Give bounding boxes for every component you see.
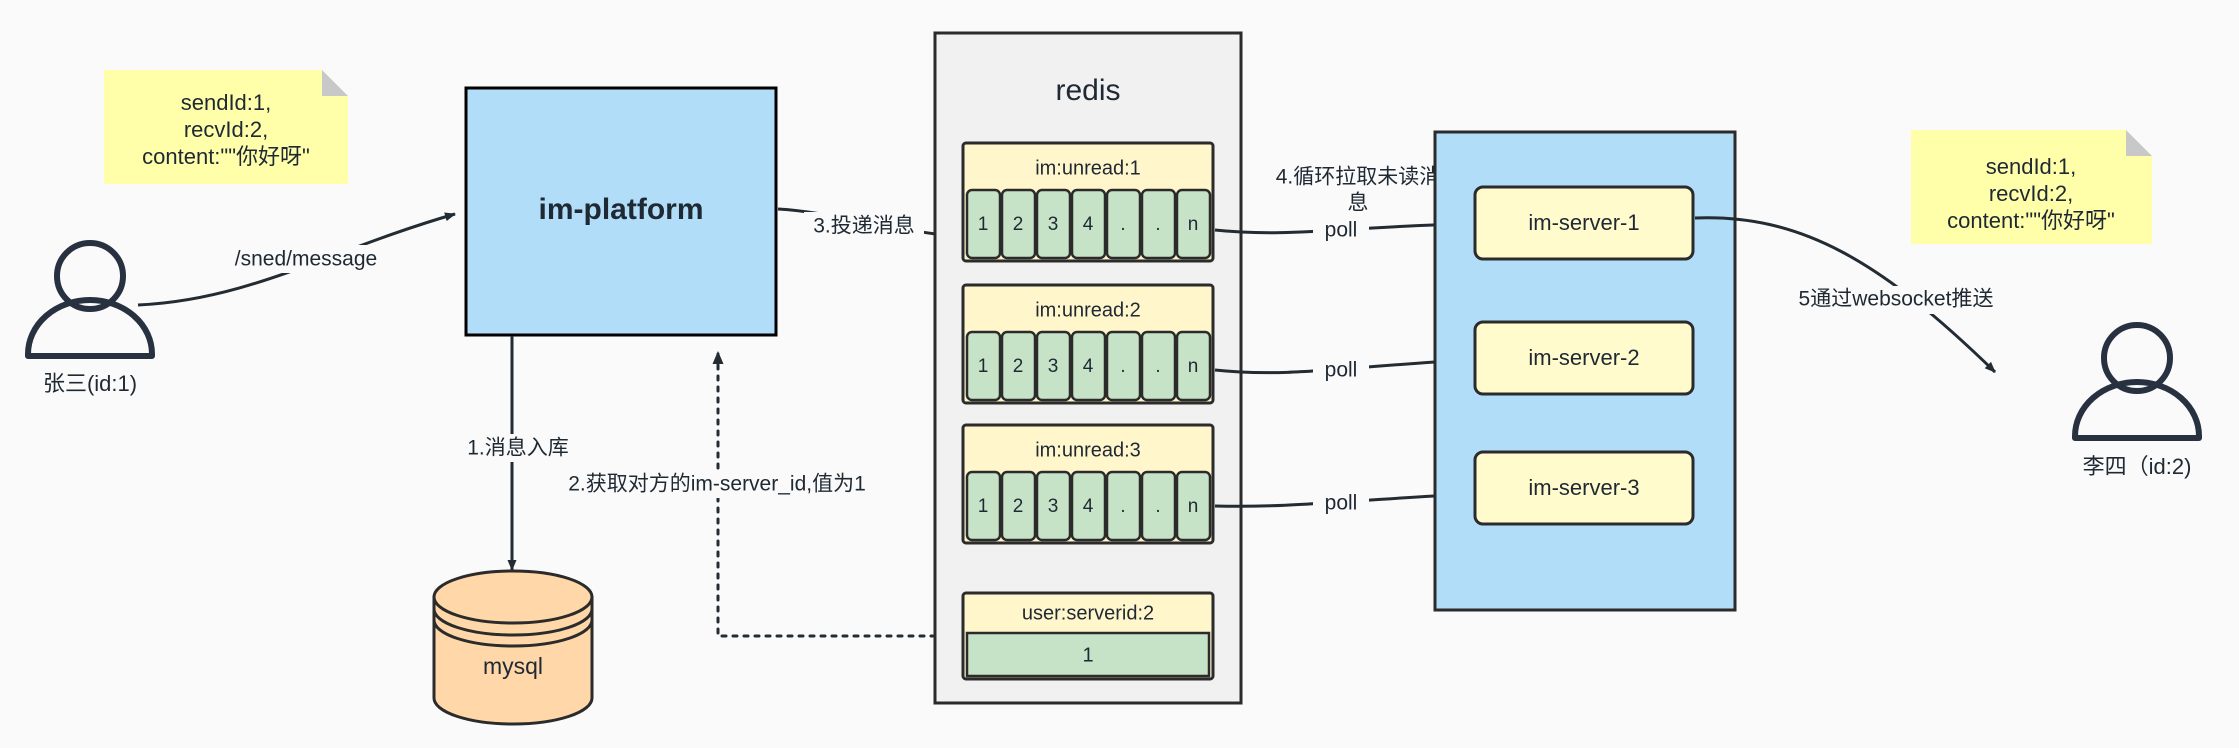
edge-label-step4-line1: 4.循环拉取未读消 xyxy=(1276,166,1441,189)
actor-left: 张三(id:1) xyxy=(25,240,155,396)
edge-step5-websocket-push: 5通过websocket推送 xyxy=(1694,216,2019,374)
note-left-line-1: sendId:1, xyxy=(181,90,272,115)
note-left: sendId:1, recvId:2, content:""你好呀" xyxy=(104,70,348,184)
redis-queue-im-unread-2[interactable]: im:unread:2 1 2 3 4 . . n xyxy=(961,283,1215,405)
redis-label: redis xyxy=(1055,74,1120,107)
edge-label-bg xyxy=(1313,491,1369,517)
redis-queue-1-cell-2: 3 xyxy=(1048,214,1059,235)
redis-queue-3-cell-4: . xyxy=(1120,496,1125,517)
edge-poll-2: poll xyxy=(1214,356,1471,384)
redis-queue-2-cell-4: . xyxy=(1120,356,1125,377)
redis-queue-2-cell-1: 2 xyxy=(1013,356,1024,377)
im-server-1-label: im-server-1 xyxy=(1528,210,1639,235)
edge-label-send-message: /sned/message xyxy=(235,248,377,271)
redis-queue-im-unread-3[interactable]: im:unread:3 1 2 3 4 . . n xyxy=(961,423,1215,545)
edge-label-bg xyxy=(1313,358,1369,384)
note-fold-icon xyxy=(2126,130,2152,156)
im-platform-label: im-platform xyxy=(539,193,704,226)
node-im-server-3[interactable]: im-server-3 xyxy=(1473,450,1695,526)
edge-label-bg xyxy=(1313,217,1369,243)
edge-label-bg xyxy=(804,212,924,240)
redis-queue-1-cells: 1 2 3 4 . . n xyxy=(965,188,1212,260)
actor-right: 李四（id:2) xyxy=(2072,322,2202,479)
edge-label-bg xyxy=(1776,286,2019,314)
edge-label-bg xyxy=(564,470,870,498)
redis-queue-1-cell-6: n xyxy=(1188,214,1199,235)
edge-label-step4-line2: 息 xyxy=(1348,192,1369,215)
note-right: sendId:1, recvId:2, content:""你好呀" xyxy=(1911,130,2152,244)
redis-queue-1-cell-4: . xyxy=(1120,214,1125,235)
redis-queue-1-cell-5: . xyxy=(1155,214,1160,235)
edge-label-bg xyxy=(452,434,584,462)
edge-label-bg xyxy=(226,245,386,273)
redis-queue-2-cell-2: 3 xyxy=(1048,356,1059,377)
edge-label-step5: 5通过websocket推送 xyxy=(1799,288,1994,311)
redis-queue-3-cell-1: 2 xyxy=(1013,496,1024,517)
redis-queue-2-cells: 1 2 3 4 . . n xyxy=(965,330,1212,402)
im-server-2-label: im-server-2 xyxy=(1528,345,1639,370)
redis-kv-user-serverid[interactable]: user:serverid:2 1 xyxy=(961,591,1215,681)
redis-queue-3-cell-5: . xyxy=(1155,496,1160,517)
redis-queue-3-cell-2: 3 xyxy=(1048,496,1059,517)
note-right-line-1: sendId:1, xyxy=(1986,154,2077,179)
mysql-label: mysql xyxy=(483,653,543,679)
redis-queue-2-cell-5: . xyxy=(1155,356,1160,377)
redis-queue-3-cell-3: 4 xyxy=(1083,496,1094,517)
edge-label-poll-2: poll xyxy=(1325,359,1358,382)
note-right-line-2: recvId:2, xyxy=(1989,181,2073,206)
edge-label-step2: 2.获取对方的im-server_id,值为1 xyxy=(568,473,866,496)
redis-queue-1-cell-0: 1 xyxy=(978,214,989,235)
node-im-server-1[interactable]: im-server-1 xyxy=(1473,185,1695,261)
edge-poll-1: poll 4.循环拉取未读消 息 xyxy=(1214,162,1471,243)
node-im-platform[interactable]: im-platform xyxy=(464,86,778,337)
redis-kv-value: 1 xyxy=(1082,644,1093,666)
edge-label-bg xyxy=(1258,162,1462,218)
redis-queue-3-key: im:unread:3 xyxy=(1035,439,1141,461)
edge-step3-deliver-message: 3.投递消息 xyxy=(777,207,953,240)
edge-poll-3: poll xyxy=(1214,490,1471,517)
redis-queue-1-key: im:unread:1 xyxy=(1035,157,1141,179)
redis-queue-2-cell-6: n xyxy=(1188,356,1199,377)
edge-label-poll-3: poll xyxy=(1325,492,1358,515)
node-im-server-2[interactable]: im-server-2 xyxy=(1473,320,1695,396)
edge-step1-store-message: 1.消息入库 xyxy=(452,336,584,571)
redis-kv-key: user:serverid:2 xyxy=(1022,602,1154,624)
edge-label-step3: 3.投递消息 xyxy=(813,215,915,238)
im-server-3-label: im-server-3 xyxy=(1528,475,1639,500)
actor-left-label: 张三(id:1) xyxy=(43,371,137,396)
redis-queue-3-cells: 1 2 3 4 . . n xyxy=(965,470,1212,542)
redis-queue-2-cell-0: 1 xyxy=(978,356,989,377)
edge-label-step1: 1.消息入库 xyxy=(467,437,569,460)
redis-queue-2-key: im:unread:2 xyxy=(1035,299,1141,321)
edge-label-poll-1: poll xyxy=(1325,219,1358,242)
note-fold-icon xyxy=(322,70,348,96)
note-left-line-3: content:""你好呀" xyxy=(142,144,310,169)
actor-right-label: 李四（id:2) xyxy=(2083,454,2192,479)
redis-queue-3-cell-0: 1 xyxy=(978,496,989,517)
note-left-line-2: recvId:2, xyxy=(184,117,268,142)
redis-queue-im-unread-1[interactable]: im:unread:1 1 2 3 4 . . n xyxy=(961,141,1215,263)
node-mysql-database[interactable]: mysql xyxy=(432,569,594,726)
redis-queue-3-cell-6: n xyxy=(1188,496,1199,517)
redis-queue-1-cell-1: 2 xyxy=(1013,214,1024,235)
redis-queue-2-cell-3: 4 xyxy=(1083,356,1094,377)
redis-queue-1-cell-3: 4 xyxy=(1083,214,1094,235)
edge-step2-get-server-id: 2.获取对方的im-server_id,值为1 xyxy=(564,350,992,638)
edge-send-message: /sned/message xyxy=(137,212,456,307)
note-right-line-3: content:""你好呀" xyxy=(1947,208,2115,233)
